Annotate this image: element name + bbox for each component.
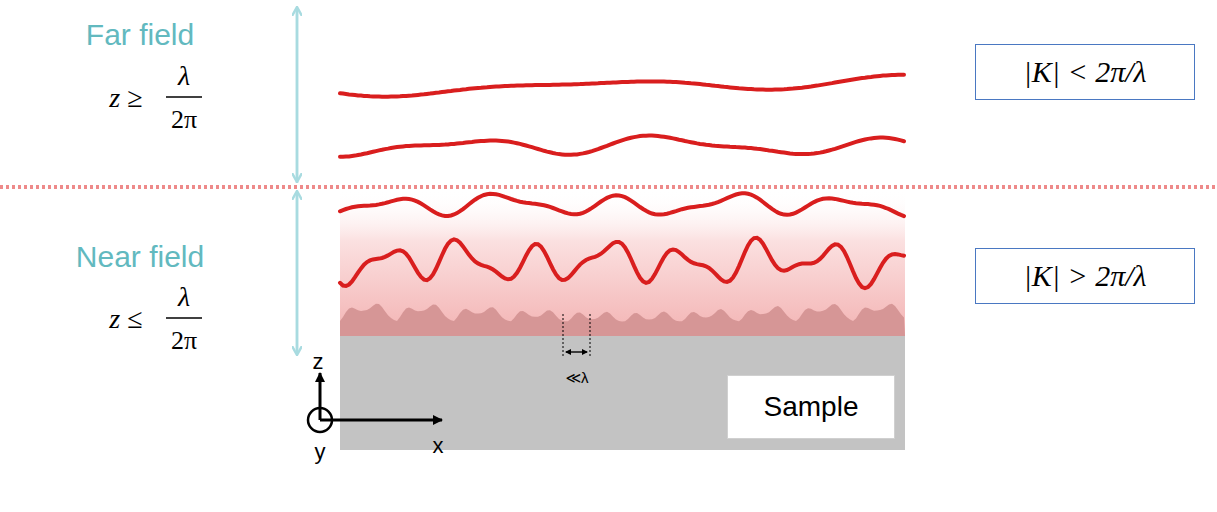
box-text: |K| > 2π/λ <box>1023 259 1146 293</box>
far-field-arrow <box>296 8 299 183</box>
z-axis <box>319 373 322 420</box>
fraction-numerator: λ <box>178 61 190 92</box>
fraction-bar <box>166 317 202 319</box>
fraction-denominator: 2π <box>171 327 197 356</box>
dimension-line <box>563 314 564 358</box>
axis-label: z <box>313 350 324 374</box>
surface-features <box>340 304 905 336</box>
dimension-arrow <box>566 351 587 352</box>
box-text: Sample <box>764 391 859 423</box>
feature-size-label: ≪λ <box>565 370 588 387</box>
boundary-line <box>0 185 1217 189</box>
wavevector-box: |K| < 2π/λ <box>975 44 1195 100</box>
near-field-arrow <box>296 196 299 354</box>
axis-label: y <box>315 440 326 464</box>
wavefront <box>340 136 904 157</box>
wavefront <box>340 193 904 216</box>
axis-label: x <box>433 434 444 458</box>
x-axis <box>320 419 442 422</box>
dimension-line <box>590 314 591 358</box>
sample-label-box: Sample <box>727 375 895 439</box>
sample-block <box>340 335 905 450</box>
near-field-glow <box>340 190 905 336</box>
wavefront <box>340 238 904 288</box>
region-title: Near field <box>76 240 204 273</box>
fraction-numerator: λ <box>178 282 190 313</box>
fraction-bar <box>166 96 202 98</box>
y-axis <box>308 408 332 432</box>
condition-text: z ≤ <box>109 304 142 335</box>
condition-text: z ≥ <box>109 83 142 114</box>
far-field-arrow <box>296 12 299 181</box>
fraction-denominator: 2π <box>171 106 197 135</box>
region-title: Far field <box>86 18 194 51</box>
box-text: |K| < 2π/λ <box>1023 55 1146 89</box>
wavevector-box: |K| > 2π/λ <box>975 248 1195 304</box>
wavefront <box>340 75 904 97</box>
wavefronts <box>340 75 904 289</box>
